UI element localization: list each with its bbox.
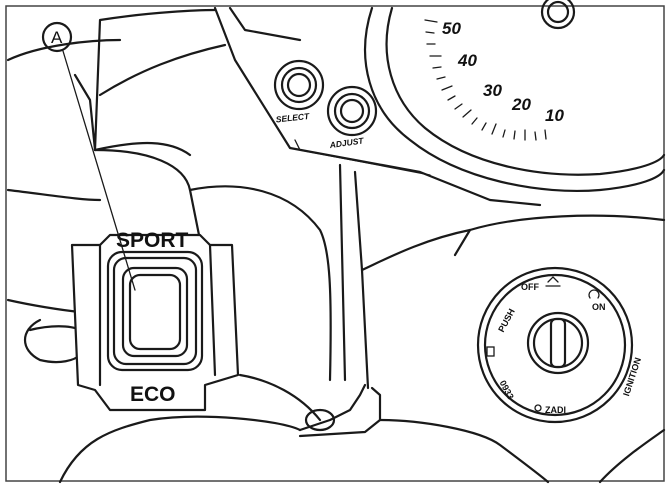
sport-eco-mode-switch <box>121 266 189 358</box>
switch-housing-divider-right <box>208 243 217 377</box>
speedometer-center-hub-inner <box>546 0 570 24</box>
ignition-outer-ring <box>476 266 634 424</box>
mode-switch-frame-outer <box>106 250 204 372</box>
fairing-lower-edge <box>360 268 370 390</box>
ignition-key-slot <box>549 317 567 369</box>
select-button <box>273 59 325 111</box>
fairing-notch <box>453 228 472 257</box>
tick-label-50: 50 <box>442 19 461 38</box>
instrument-housing-edge <box>213 6 542 207</box>
body-outline-top-left <box>6 38 122 62</box>
callout-letter: A <box>51 28 63 47</box>
callout-leader-line <box>62 50 136 291</box>
tick-label-20: 20 <box>511 95 531 114</box>
steering-column-outline <box>188 185 332 382</box>
lower-body-right <box>378 418 550 484</box>
ignition-on-icon <box>588 289 600 299</box>
display-window <box>228 6 302 42</box>
handlebar-grip-end <box>24 318 82 364</box>
eco-label: ECO <box>130 383 176 406</box>
lower-cowl-curve <box>238 373 322 422</box>
mode-switch-button-face <box>128 273 182 351</box>
speedometer-center-hub <box>540 0 576 30</box>
adjust-button <box>326 85 378 137</box>
fuel-pump-icon <box>486 346 495 357</box>
housing-lower-lip <box>294 139 431 176</box>
figure-frame <box>5 5 665 482</box>
tick-label-40: 40 <box>457 51 477 70</box>
fairing-edge <box>353 170 472 272</box>
ignition-on-label: ON <box>592 302 606 312</box>
select-label: SELECT <box>275 111 310 125</box>
ignition-inner-ring <box>483 273 627 417</box>
adjust-label: ADJUST <box>328 135 365 150</box>
handlebar-lower-line <box>6 298 82 314</box>
switch-housing-top <box>93 148 202 242</box>
callout-marker <box>41 21 73 53</box>
lower-cowl-outline <box>58 415 302 484</box>
ignition-off-label: OFF <box>521 282 539 292</box>
tick-label-10: 10 <box>545 106 564 125</box>
ignition-push-label: PUSH <box>496 307 517 334</box>
fairing-right-edge <box>468 214 666 232</box>
ignition-lock-icon <box>545 276 561 287</box>
steering-column-line <box>338 163 347 382</box>
speedometer-rim-inner <box>385 6 666 176</box>
upper-left-panel <box>93 8 217 152</box>
speedometer-ticks <box>424 19 547 141</box>
upper-panel-contour <box>98 43 227 97</box>
key-dot-icon <box>534 404 542 412</box>
tick-label-30: 30 <box>483 81 502 100</box>
handlebar-grip-detail <box>28 325 82 332</box>
bracket-outline <box>298 383 367 432</box>
bracket-bolt <box>304 408 336 432</box>
sport-label: SPORT <box>116 229 189 252</box>
body-panel-curve <box>93 141 192 157</box>
speedometer-rim-outer <box>364 6 666 193</box>
lower-body-far-right <box>598 428 666 484</box>
body-panel-edge <box>73 73 97 152</box>
mode-switch-frame-mid <box>112 256 198 366</box>
ignition-zadi-label: ZADI <box>545 405 566 415</box>
handlebar-upper-line <box>6 188 102 202</box>
